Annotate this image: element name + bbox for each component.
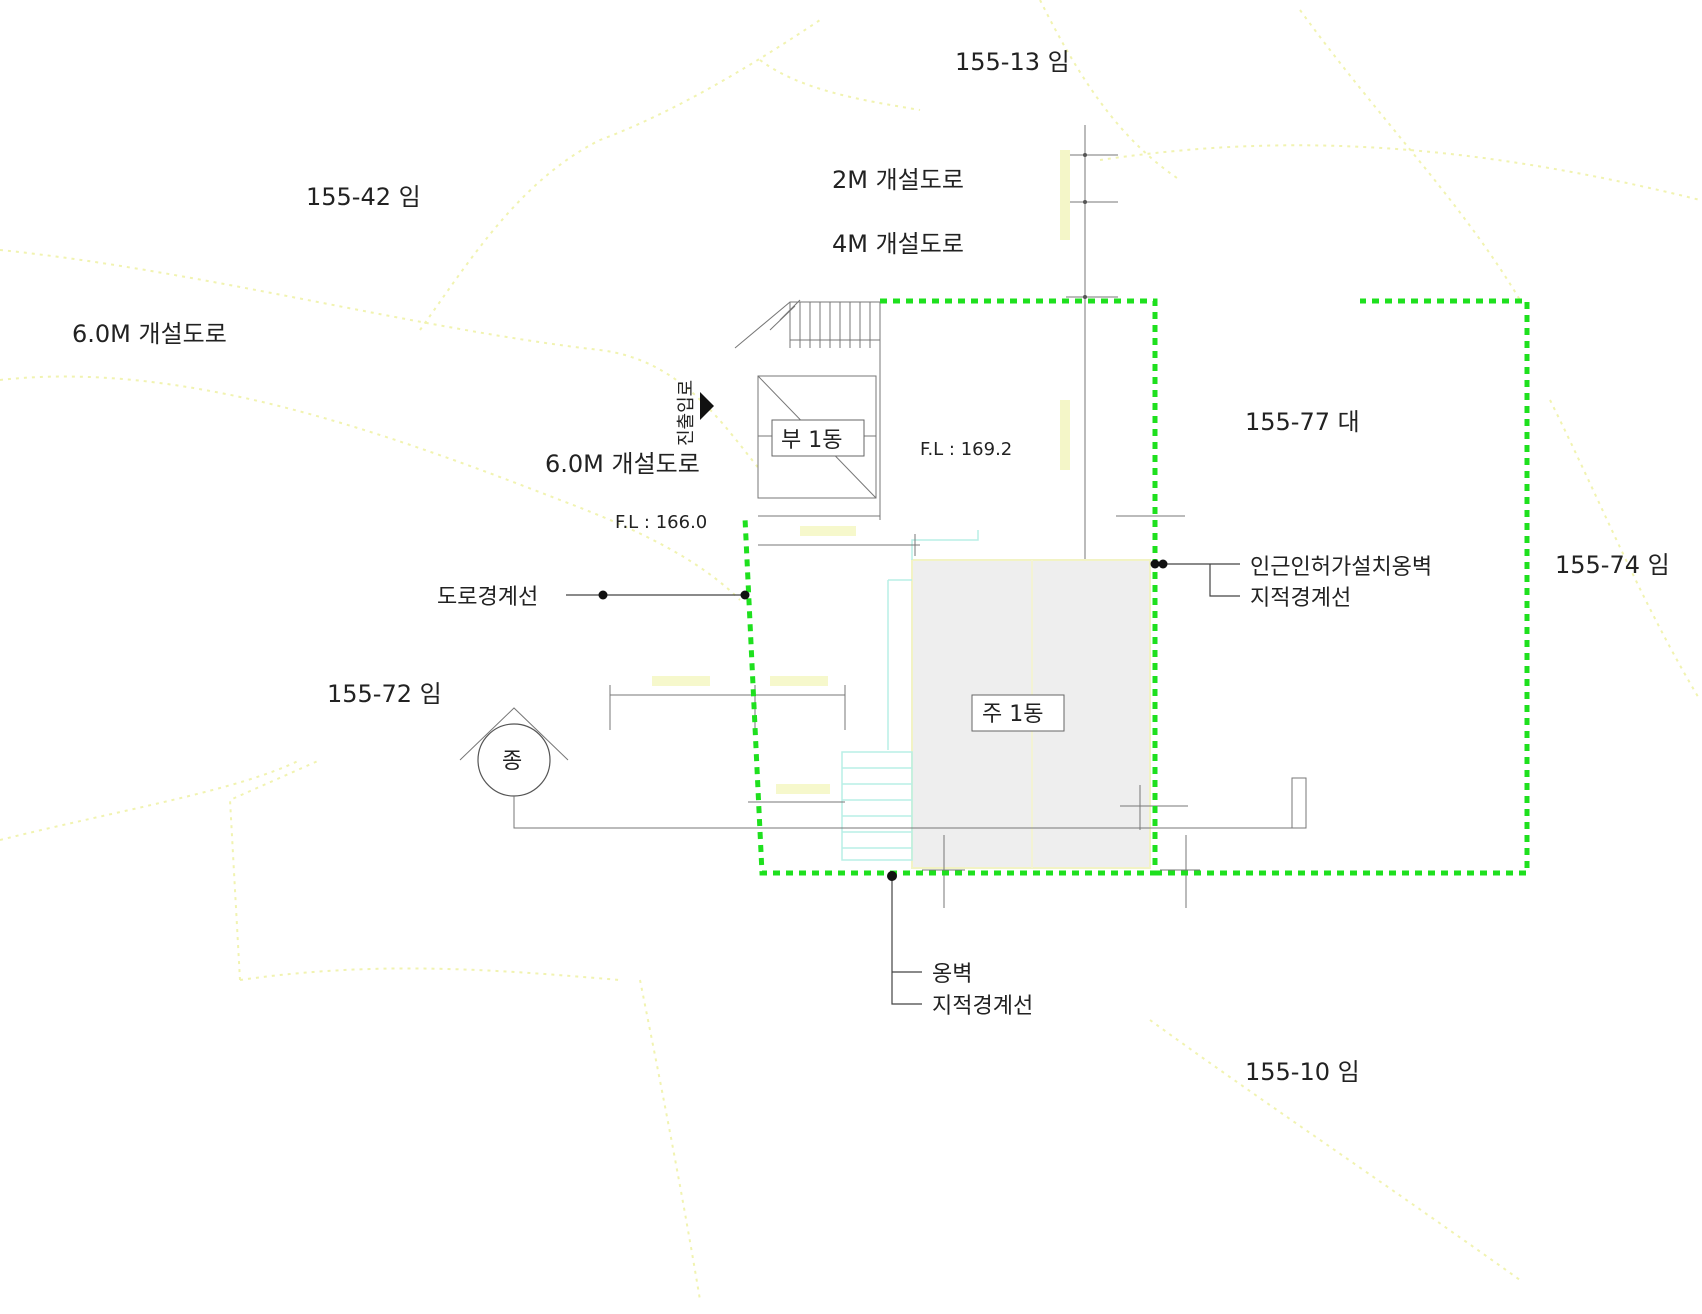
cadastral-boundary-callout-1: 지적경계선	[1250, 586, 1351, 611]
lot-label-east: 155-74 임	[1555, 551, 1670, 579]
septic-label: 종	[502, 749, 522, 774]
dimension-lines	[609, 515, 1200, 908]
site-boundary	[742, 298, 1530, 876]
road-label-2m: 2M 개설도로	[832, 166, 964, 194]
lot-label-site: 155-77 대	[1245, 408, 1360, 436]
road-label-6m-left: 6.0M 개설도로	[72, 320, 227, 348]
floor-level-upper: F.L : 169.2	[920, 439, 1012, 460]
cadastral-boundary-callout-2: 지적경계선	[932, 994, 1033, 1019]
entrance-label: 진출입로	[676, 380, 697, 446]
entrance-arrow-icon	[700, 392, 714, 420]
lot-label-north: 155-13 임	[955, 48, 1070, 76]
septic-symbol	[459, 707, 1307, 829]
retaining-wall-callout: 옹벽	[932, 962, 972, 987]
main-building	[841, 530, 1151, 869]
lot-label-northwest: 155-42 임	[306, 183, 421, 211]
lot-label-west: 155-72 임	[327, 680, 442, 708]
road-boundary-callout: 도로경계선	[437, 585, 538, 610]
north-dimension-line	[1060, 125, 1118, 575]
annex-label: 부 1동	[781, 428, 842, 453]
stairs	[734, 299, 880, 349]
callout-leaders	[566, 559, 1240, 1005]
annex-building	[757, 302, 881, 520]
nearby-wall-callout: 인근인허가설치옹벽	[1250, 555, 1432, 580]
road-label-6m-mid: 6.0M 개설도로	[545, 450, 700, 478]
floor-level-lower: F.L : 166.0	[615, 512, 707, 533]
road-label-4m: 4M 개설도로	[832, 230, 964, 258]
main-building-label: 주 1동	[982, 702, 1043, 727]
lot-label-south: 155-10 임	[1245, 1058, 1360, 1086]
